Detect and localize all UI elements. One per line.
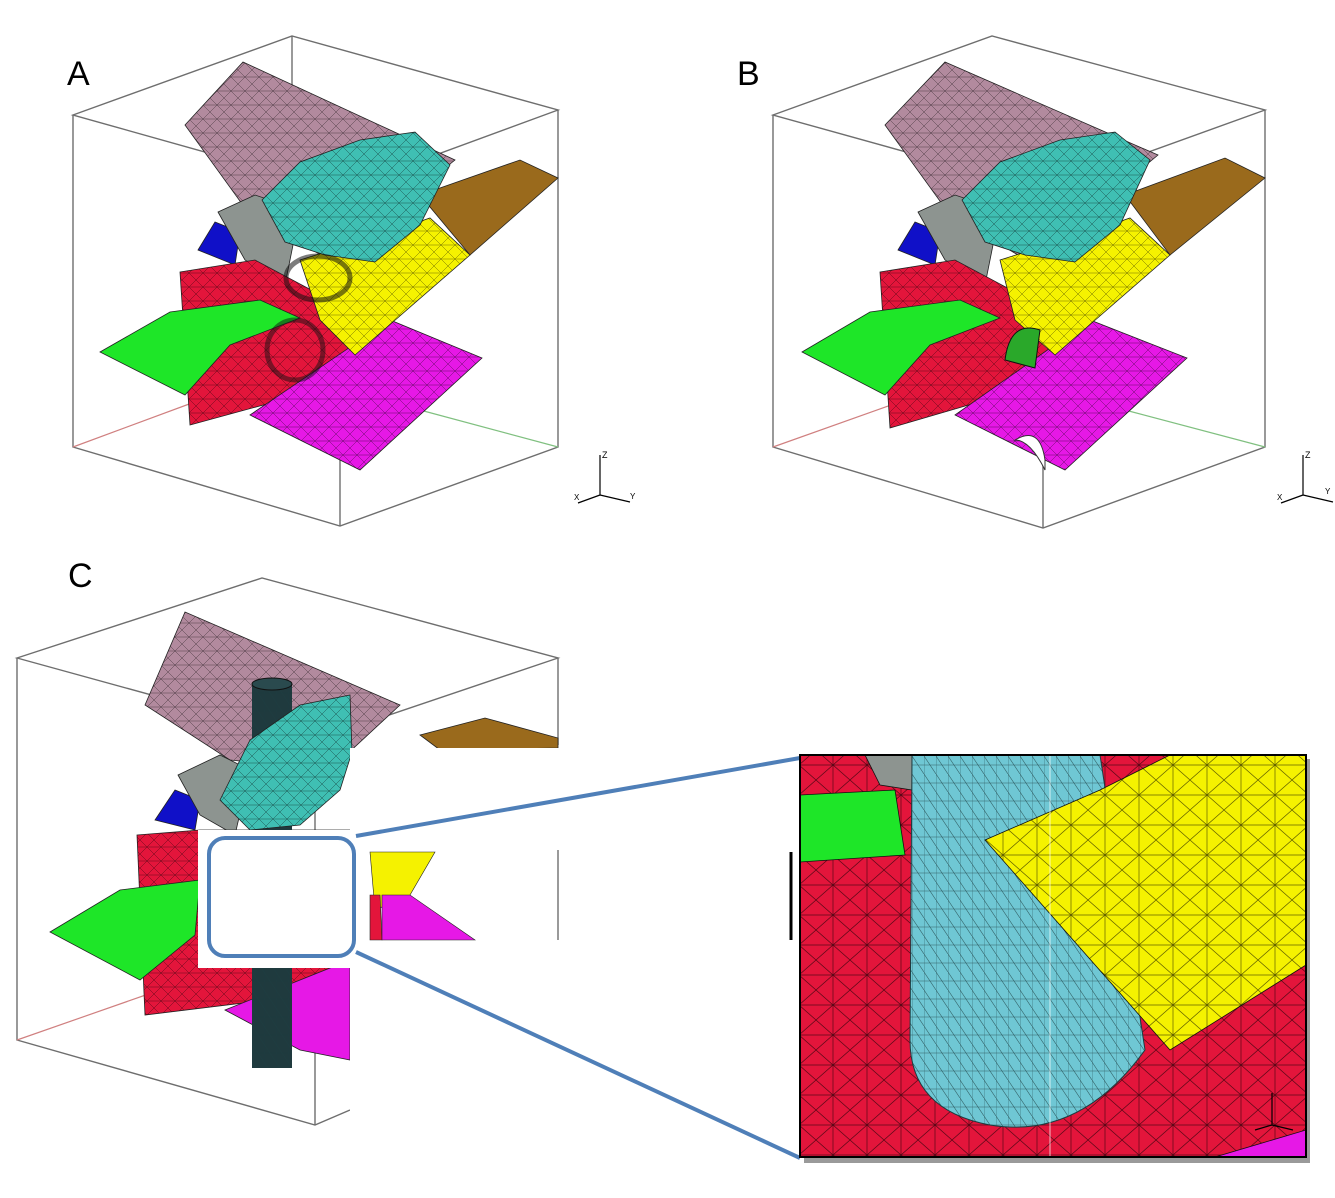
magenta-surface-b-mesh — [955, 320, 1187, 470]
axis-x-a: X — [574, 493, 580, 502]
axis-y-a: Y — [630, 492, 636, 501]
panel-label-c: C — [68, 557, 93, 595]
axis-z-b: Z — [1305, 450, 1311, 460]
axis-x-b: X — [1277, 493, 1283, 502]
whiteout-left-c — [198, 830, 353, 968]
teal-surface-c-mesh — [220, 695, 352, 830]
inset-magenta-surface — [1214, 1129, 1306, 1157]
red-surface-b-mesh — [880, 260, 1105, 428]
axis-z-a: Z — [602, 450, 608, 460]
green-surface-b — [801, 299, 1002, 396]
magenta-fragment-c — [381, 894, 476, 941]
green-surface-c — [49, 879, 201, 981]
zoom-region-marker — [207, 836, 356, 958]
callout-line-top — [355, 756, 801, 838]
red-surface-a-mesh — [180, 260, 410, 425]
brown-surface-c — [419, 717, 559, 751]
brown-surface-a — [419, 159, 559, 256]
whiteout-right-c — [350, 748, 790, 1188]
axes-triad-b: Z X Y — [1277, 450, 1334, 504]
hole-b2 — [1013, 435, 1046, 471]
magenta-surface-a-mesh — [250, 320, 482, 470]
axes-triad-a: Z X Y — [574, 450, 636, 504]
refinement-ring-a1 — [283, 253, 353, 303]
inset-green-surface — [800, 789, 906, 863]
teal-surface-a-mesh — [262, 132, 450, 262]
callout-line-bottom — [355, 950, 801, 1160]
refinement-ring-a2 — [264, 317, 326, 383]
panel-label-b: B — [737, 55, 760, 93]
panel-c — [14, 577, 790, 1188]
panel-a: Z X Y — [70, 35, 636, 527]
zoomed-inset — [789, 754, 1310, 1163]
zoom-callout — [207, 756, 801, 1160]
axis-y-b: Y — [1325, 487, 1331, 496]
inset-axes-triad — [1254, 1093, 1294, 1131]
red-fragment-c — [369, 894, 383, 941]
inset-yellow-mesh — [985, 755, 1306, 1050]
inset-frame — [799, 754, 1307, 1158]
teal-surface-b-mesh — [962, 132, 1150, 262]
brown-surface-b — [1124, 157, 1266, 256]
panel-label-a: A — [67, 55, 90, 93]
hole-b1 — [1004, 327, 1041, 369]
cylinder-c-top — [251, 677, 293, 691]
panel-b: Z X Y — [770, 35, 1334, 529]
